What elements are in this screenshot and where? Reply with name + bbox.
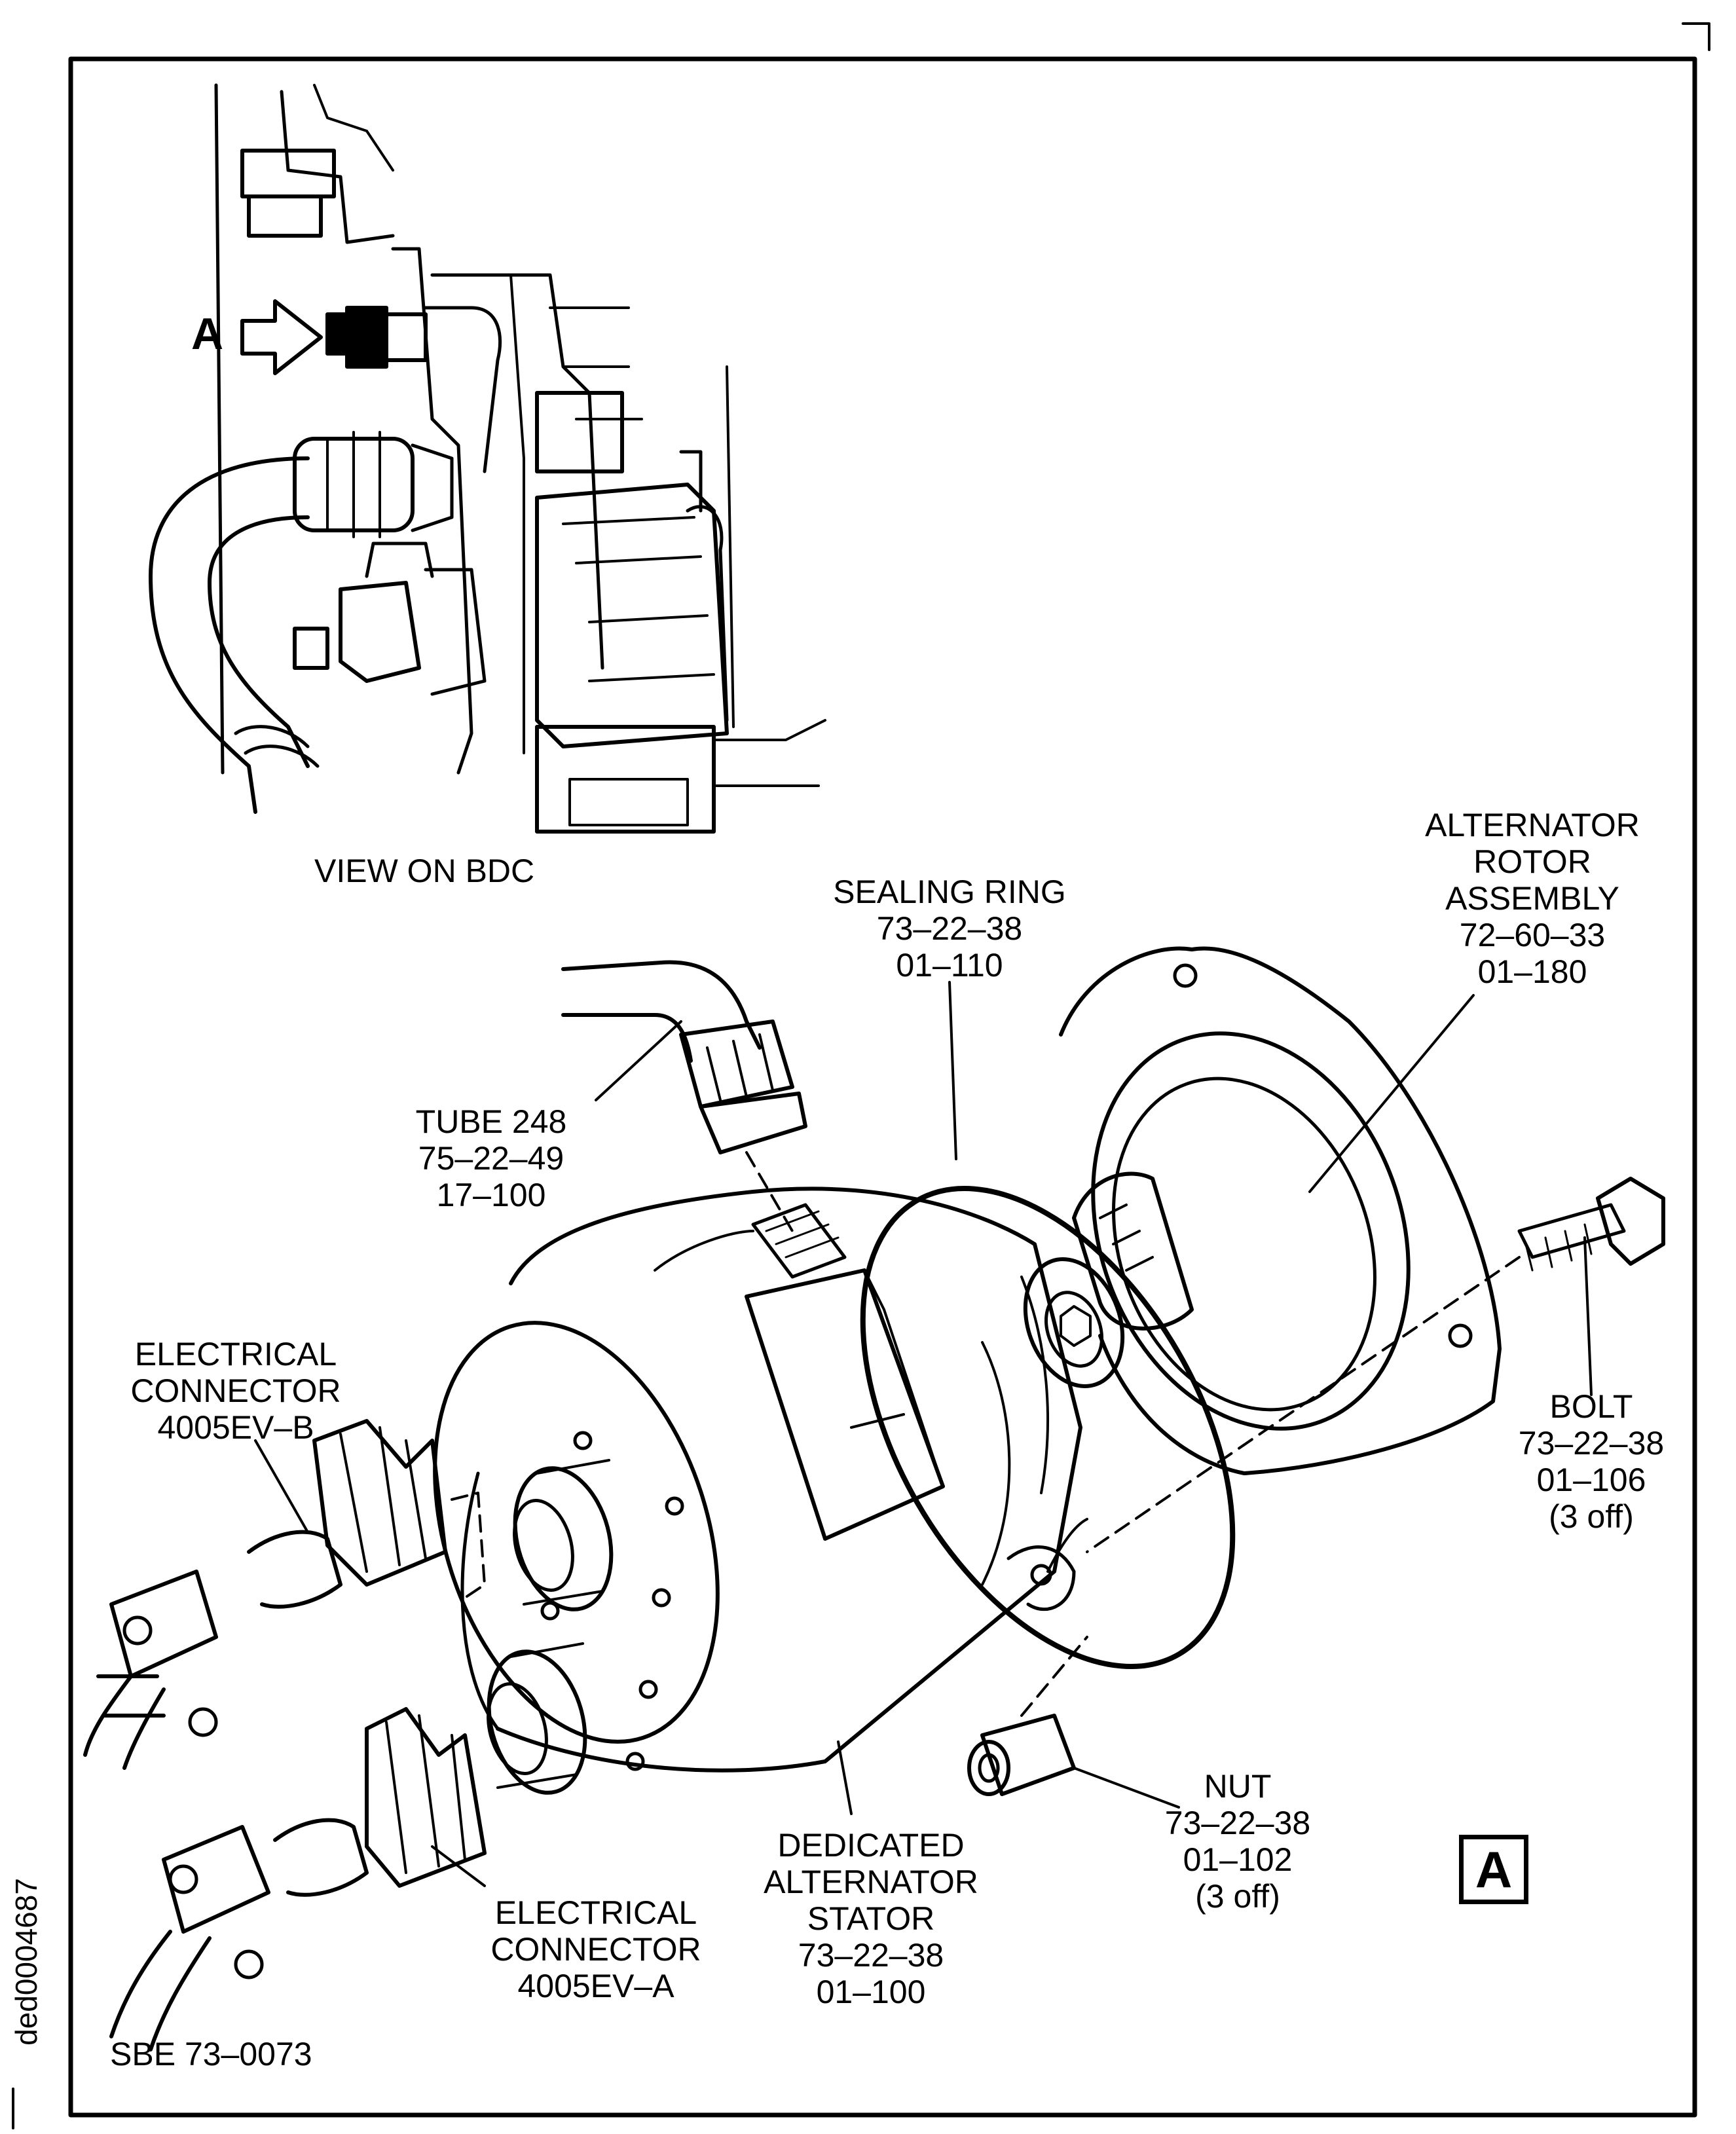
sealing-ring-leader [948,981,957,1160]
view-arrow [240,299,323,375]
label-line: 01–110 [896,947,1003,984]
electrical-connector-a-drawing [109,1707,487,2051]
electrical-a-leader [431,1845,486,1887]
electrical-connector-b-label: ELECTRICAL CONNECTOR 4005EV–B [98,1336,373,1446]
label-line: DEDICATED [777,1827,965,1864]
stator-leader [837,1740,853,1815]
view-on-bdc-label: VIEW ON BDC [314,853,534,889]
alternator-rotor-drawing [1023,946,1502,1475]
sealing-ring-drawing [860,1186,1236,1669]
tube-leader [595,1020,682,1101]
label-line: NUT [1204,1768,1272,1805]
label-line: 73–22–38 [1518,1425,1665,1462]
label-line: 72–60–33 [1459,917,1606,953]
electrical-connector-b-drawing [83,1419,447,1770]
view-box-letter: A [1459,1835,1528,1904]
label-line: ROTOR [1473,843,1591,880]
alternator-rotor-label: ALTERNATOR ROTOR ASSEMBLY 72–60–33 01–18… [1408,807,1657,990]
nut-label: NUT 73–22–38 01–102 (3 off) [1133,1768,1342,1915]
view-arrow-letter: A [191,309,224,359]
label-line: STATOR [807,1900,935,1937]
label-line: (3 off) [1195,1878,1280,1915]
label-line: ELECTRICAL [494,1894,697,1931]
nut-drawing [967,1714,1076,1796]
label-line: TUBE 248 [415,1103,567,1140]
label-line: SBE 73–0073 [110,2036,312,2072]
engine-inset [149,83,826,834]
label-line: ALTERNATOR [764,1864,978,1900]
label-line: 01–100 [816,1974,926,2010]
tube-248-drawing [561,960,807,1154]
label-line: 75–22–49 [418,1140,564,1177]
label-line: ASSEMBLY [1445,880,1619,917]
document-id: ded0004687 [9,1878,43,2046]
label-line: VIEW ON BDC [314,853,535,889]
bolt-leader [1583,1236,1593,1396]
rotor-leader [1308,994,1475,1193]
alternator-stator-label: DEDICATED ALTERNATOR STATOR 73–22–38 01–… [740,1827,1002,2010]
sealing-ring-label: SEALING RING 73–22–38 01–110 [805,874,1094,984]
tube-label: TUBE 248 75–22–49 17–100 [380,1103,602,1213]
corner-mark [1682,22,1710,51]
label-line: ELECTRICAL [134,1336,337,1372]
reference-label: SBE 73–0073 [110,2036,312,2072]
label-line: 4005EV–A [517,1968,674,2004]
label-line: 73–22–38 [876,910,1023,947]
bolt-drawing [1517,1177,1665,1272]
label-line: BOLT [1549,1388,1633,1425]
nut-leader [1073,1767,1180,1809]
electrical-b-leader [254,1439,309,1534]
electrical-connector-a-label: ELECTRICAL CONNECTOR 4005EV–A [458,1894,733,2004]
drawing-frame [68,56,1697,2118]
alternator-stator-drawing [433,1187,1088,1795]
label-line: SEALING RING [833,874,1066,910]
label-line: CONNECTOR [490,1931,701,1968]
label-line: 73–22–38 [798,1937,944,1974]
label-line: CONNECTOR [130,1372,341,1409]
label-line: 01–102 [1183,1841,1293,1878]
label-line: 01–180 [1477,953,1587,990]
label-line: ALTERNATOR [1425,807,1640,843]
label-line: 17–100 [436,1177,546,1213]
label-line: 4005EV–B [157,1409,314,1446]
label-line: 73–22–38 [1164,1805,1311,1841]
bolt-label: BOLT 73–22–38 01–106 (3 off) [1500,1388,1683,1535]
label-line: (3 off) [1549,1498,1634,1535]
label-line: 01–106 [1536,1462,1646,1498]
